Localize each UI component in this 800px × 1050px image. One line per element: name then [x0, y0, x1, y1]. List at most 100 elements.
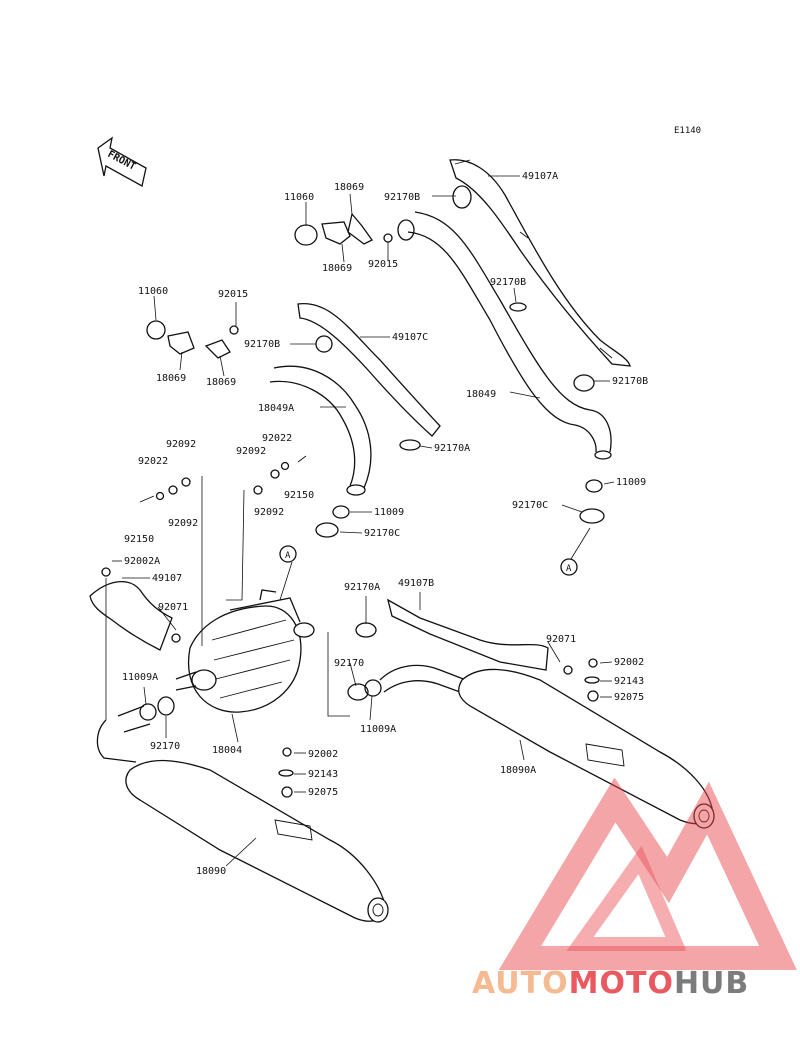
flange-18069-top: [321, 221, 351, 245]
callout-92071-left: 92071: [158, 602, 188, 613]
callout-92143-mid: 92143: [308, 769, 338, 780]
muffler-18090: [125, 759, 389, 923]
callout-49107C: 49107C: [392, 332, 428, 343]
bolt-92002A: [101, 567, 111, 577]
chamber-outlet: [175, 671, 197, 691]
clamp-92170C-mid: [315, 522, 339, 538]
gasket-11060-top: [294, 224, 318, 246]
nut-92075-mid: [281, 786, 293, 798]
callout-92170B-top: 92170B: [384, 192, 420, 203]
sleeve-11009-right: [585, 479, 603, 493]
ref-marker-label: A: [566, 564, 572, 574]
watermark-part1: AUTO: [472, 966, 569, 1001]
callout-92170A-mid: 92170A: [434, 443, 470, 454]
clamp-92170B-left: [315, 335, 333, 353]
washer-92143-right: [584, 676, 600, 684]
diagram-code: E1140: [674, 126, 701, 136]
callout-92170B-right: 92170B: [612, 376, 648, 387]
clamp-92170B-mid: [509, 302, 527, 312]
callout-92092-d: 92092: [254, 507, 284, 518]
callout-92002-right: 92002: [614, 657, 644, 668]
nut-92015-top: [383, 233, 393, 243]
callout-92143-right: 92143: [614, 676, 644, 687]
callout-49107: 49107: [152, 573, 182, 584]
callout-92170C-right: 92170C: [512, 500, 548, 511]
heat-guard-49107A: [449, 159, 631, 367]
reference-marker-right: A: [560, 558, 578, 576]
callout-92170-mid: 92170: [334, 658, 364, 669]
callout-92092-c: 92092: [236, 446, 266, 457]
watermark-part2: MOTO: [569, 966, 674, 1001]
exhaust-pipe-18049: [407, 211, 612, 460]
callout-11009A-left: 11009A: [122, 672, 158, 683]
nut-92071-right: [563, 665, 573, 675]
callout-11009-right: 11009: [616, 477, 646, 488]
exhaust-pipe-18049A: [269, 365, 372, 496]
callout-49107A: 49107A: [522, 171, 558, 182]
washer-92143-mid: [278, 769, 294, 777]
callout-18069-top: 18069: [334, 182, 364, 193]
callout-92022-b: 92022: [262, 433, 292, 444]
callout-11060-top: 11060: [284, 192, 314, 203]
callout-92150-b: 92150: [284, 490, 314, 501]
callout-92022-a: 92022: [138, 456, 168, 467]
bolt-92002-right: [588, 658, 598, 668]
clamp-92170-left: [157, 696, 175, 716]
callout-labels: 49107A 92170B 11060 18069 18069 92015 92…: [122, 171, 648, 877]
callout-92071-right: 92071: [546, 634, 576, 645]
callout-92075-right: 92075: [614, 692, 644, 703]
callout-92015-left: 92015: [218, 289, 248, 300]
callout-18069-l2: 18069: [206, 377, 236, 388]
callout-92170B-mid: 92170B: [490, 277, 526, 288]
heat-guard-49107B: [387, 598, 549, 671]
callout-18090A: 18090A: [500, 765, 536, 776]
callout-49107B: 49107B: [398, 578, 434, 589]
watermark-logo: AUTOMOTOHUB: [472, 777, 797, 1001]
front-label: FRONT: [106, 149, 138, 173]
watermark-text: AUTOMOTOHUB: [472, 966, 749, 1001]
flange-18069-l1: [167, 331, 195, 355]
reference-marker-upper: A: [279, 545, 297, 563]
callout-92002-mid: 92002: [308, 749, 338, 760]
bend-pipe-right: [379, 664, 467, 693]
callout-92092-b: 92092: [168, 518, 198, 529]
callout-92150-a: 92150: [124, 534, 154, 545]
nut-92015-left: [229, 325, 239, 335]
callout-18069-topb: 18069: [322, 263, 352, 274]
muffler-18090A: [458, 668, 715, 829]
sleeve-11009A-left: [139, 703, 157, 721]
clamp-92170B-pipe: [397, 219, 415, 241]
callout-92170C-mid: 92170C: [364, 528, 400, 539]
callout-18049: 18049: [466, 389, 496, 400]
callout-18004: 18004: [212, 745, 242, 756]
clamp-92170C-right: [579, 508, 605, 524]
clamp-92170B-top: [452, 185, 472, 209]
nut-92071-left: [171, 633, 181, 643]
callout-92170-left: 92170: [150, 741, 180, 752]
watermark-part3: HUB: [674, 966, 749, 1001]
ref-marker-label: A: [285, 551, 291, 561]
leader-lines: [105, 175, 615, 867]
heat-guard-49107C: [297, 303, 441, 437]
callout-11060-left: 11060: [138, 286, 168, 297]
flange-18069-topb: [347, 212, 373, 245]
callout-92015-top: 92015: [368, 259, 398, 270]
clamp-92170A-mid: [399, 439, 421, 451]
exhaust-chamber-18004: [187, 589, 315, 713]
front-arrow-icon: FRONT: [97, 136, 147, 187]
callout-92075-mid: 92075: [308, 787, 338, 798]
nut-92075-right: [587, 690, 599, 702]
bend-pipe-left: [96, 705, 151, 763]
callout-11009-mid: 11009: [374, 507, 404, 518]
callout-18090: 18090: [196, 866, 226, 877]
bolt-set-right: [253, 455, 307, 495]
callout-92170A-low: 92170A: [344, 582, 380, 593]
gasket-11060-left: [146, 320, 166, 340]
heat-guard-49107: [89, 581, 173, 651]
callout-18069-l1: 18069: [156, 373, 186, 384]
callout-11009A-mid: 11009A: [360, 724, 396, 735]
callout-92092-a: 92092: [166, 439, 196, 450]
sleeve-11009-mid: [332, 505, 350, 519]
